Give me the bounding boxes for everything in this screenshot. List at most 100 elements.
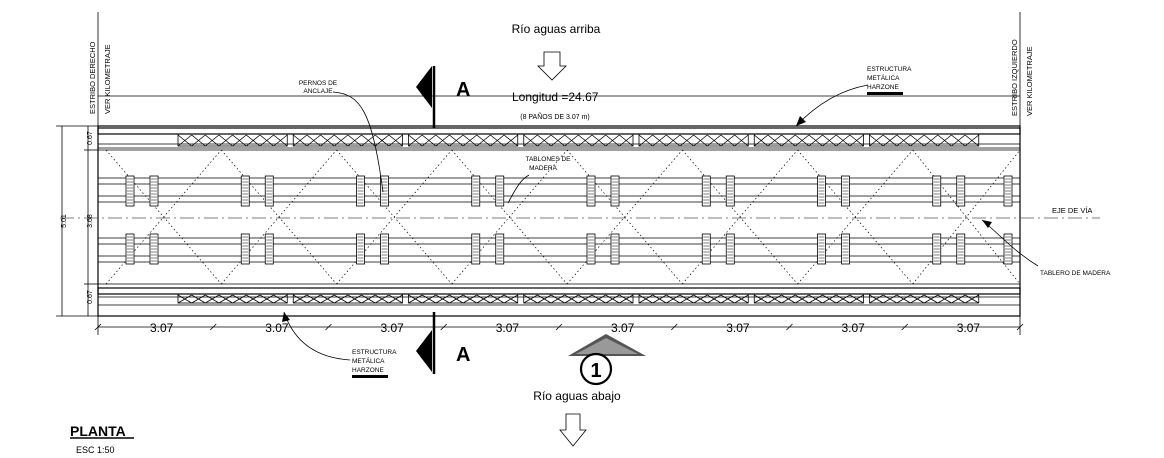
- span-dimension-label: 3.07: [150, 321, 174, 335]
- plank-block: [380, 233, 389, 265]
- dimension-tick: [94, 323, 102, 331]
- wood-planks-label-1: TABLONES DE: [525, 156, 571, 163]
- section-cut-bottom: [416, 312, 436, 374]
- truss-panel: [177, 133, 288, 147]
- plank-block: [701, 175, 711, 207]
- plank-block: [264, 233, 274, 265]
- plank-block: [264, 175, 274, 207]
- truss-panel: [869, 293, 980, 304]
- plank-block: [240, 175, 250, 207]
- plank-block: [725, 233, 735, 265]
- bracing-line: [681, 149, 798, 285]
- dimension-tick: [555, 323, 563, 331]
- dimension-total-width: 5.01: [61, 214, 68, 228]
- bracing-line: [797, 149, 914, 285]
- dimension-edge-bottom: 0.67: [87, 290, 94, 304]
- wood-plank-blocks: [125, 175, 1013, 265]
- plank-block: [380, 175, 389, 207]
- abutment-left-label-2: VER KILOMETRAJE: [1025, 46, 1034, 116]
- river-upstream-label: Río aguas arriba: [512, 22, 601, 36]
- dimension-edge-top: 0.67: [87, 131, 94, 145]
- plank-block: [932, 175, 942, 207]
- plank-block: [471, 175, 481, 207]
- anchor-bolts-label-1: PERNOS DE: [299, 80, 338, 87]
- bracing-line: [912, 149, 1021, 285]
- plank-block: [817, 233, 826, 265]
- detail-number: 1: [590, 360, 601, 382]
- metal-structure-bottom-1: ESTRUCTURA: [352, 349, 397, 356]
- plank-block: [956, 175, 966, 207]
- truss-panel: [638, 133, 749, 147]
- plank-block: [240, 233, 250, 265]
- dimension-tick: [786, 323, 793, 331]
- section-cut-top: [416, 66, 436, 128]
- dimension-line-bottom: [56, 125, 1024, 331]
- drawing-scale: ESC 1:50: [76, 445, 115, 455]
- dimension-tick: [440, 323, 448, 331]
- length-label: Longitud =24.67: [512, 90, 599, 104]
- plank-block: [471, 233, 481, 265]
- plank-block: [932, 233, 942, 265]
- plank-block: [356, 175, 365, 207]
- span-dimension-label: 3.07: [841, 321, 865, 335]
- span-dimension-label: 3.07: [380, 321, 404, 335]
- plank-block: [495, 233, 505, 265]
- wood-planks-label-2: MADERA: [529, 165, 557, 172]
- truss-panel: [753, 293, 864, 304]
- span-dimension-label: 3.07: [726, 321, 750, 335]
- detail-callout: [568, 334, 646, 386]
- abutment-left-label-1: ESTRIBO IZQUIERDO: [1010, 39, 1019, 116]
- bracing-line: [566, 149, 683, 285]
- dimension-tick: [325, 323, 332, 331]
- truss-panel: [869, 133, 980, 147]
- span-dimension-label: 3.07: [611, 321, 635, 335]
- axis-label: EJE DE VÍA: [1052, 206, 1092, 215]
- flow-arrow-down: [559, 413, 587, 447]
- metal-structure-bottom-3: HARZONE: [352, 367, 384, 374]
- river-downstream-label: Río aguas abajo: [533, 389, 621, 403]
- dimension-tick: [901, 323, 909, 331]
- plank-block: [356, 233, 365, 265]
- truss-panel: [523, 293, 634, 304]
- deck-label: TABLERO DE MADERA: [1040, 270, 1111, 277]
- truss-panel: [177, 293, 288, 304]
- dotted-cross-bracing: [105, 149, 1021, 285]
- plank-block: [495, 175, 505, 207]
- drawing-title: PLANTA: [70, 423, 126, 439]
- truss-panel: [638, 293, 749, 304]
- span-dimension-label: 3.07: [957, 321, 981, 335]
- truss-panel: [408, 293, 519, 304]
- abutment-right-label-2: VER KILOMETRAJE: [103, 44, 112, 114]
- truss-panel: [292, 293, 403, 304]
- bracing-line: [912, 149, 1021, 285]
- span-dimension-label: 3.07: [496, 321, 520, 335]
- anchor-bolts-label-2: ANCLAJE: [303, 88, 333, 95]
- metal-structure-top-1: ESTRUCTURA: [867, 66, 912, 73]
- metal-structure-top-2: METÁLICA: [867, 73, 900, 82]
- dimension-tick: [209, 323, 217, 331]
- panels-label: (8 PAÑOS DE 3.07 m): [520, 112, 590, 121]
- dimension-tick: [670, 323, 678, 331]
- harzone-truss-panels: [177, 133, 980, 304]
- metal-structure-top-3: HARZONE: [867, 84, 899, 91]
- section-mark-top: A: [456, 79, 470, 101]
- bracing-line: [336, 149, 453, 285]
- plank-block: [586, 233, 596, 265]
- plank-block: [610, 233, 620, 265]
- bracing-line: [105, 149, 222, 285]
- plank-block: [125, 175, 135, 207]
- metal-structure-bottom-2: METÁLICA: [352, 356, 385, 365]
- plank-block: [841, 233, 850, 265]
- truss-panel: [292, 133, 403, 147]
- plank-block: [701, 233, 711, 265]
- abutment-right-label-1: ESTRIBO DERECHO: [88, 41, 97, 114]
- plank-block: [1003, 233, 1013, 265]
- plank-block: [725, 175, 735, 207]
- plank-block: [956, 233, 966, 265]
- dimension-tick: [1016, 323, 1024, 331]
- plank-block: [149, 175, 159, 207]
- bracing-line: [451, 149, 568, 285]
- plank-block: [1003, 175, 1013, 207]
